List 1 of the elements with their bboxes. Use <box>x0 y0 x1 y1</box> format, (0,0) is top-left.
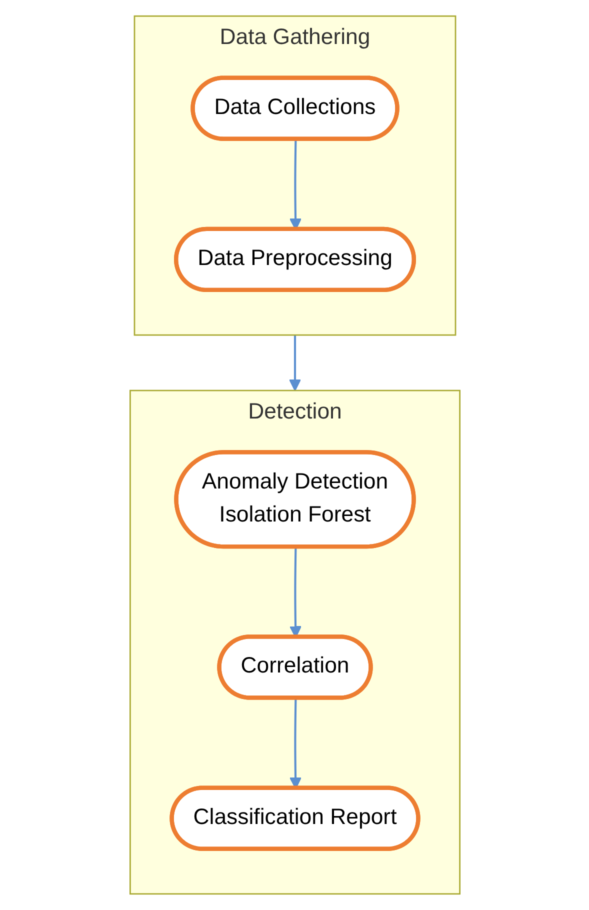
arrow <box>288 335 301 392</box>
